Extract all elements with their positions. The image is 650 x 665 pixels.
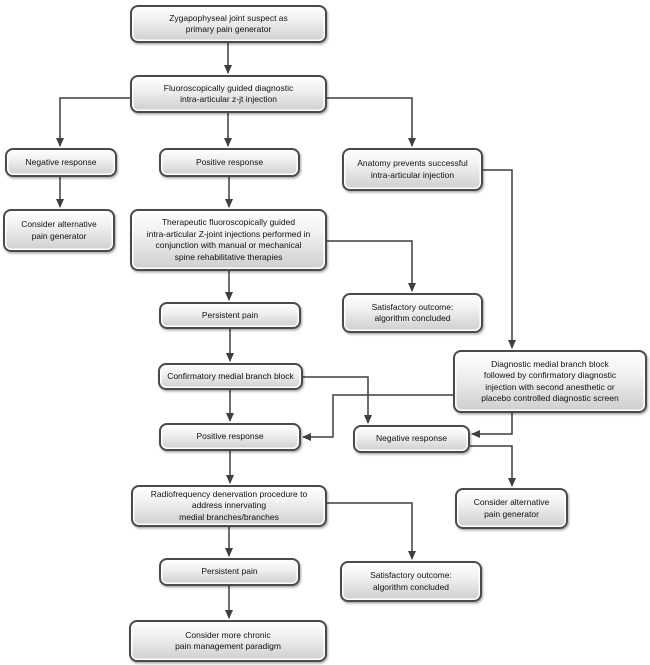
node-chronic-pain-paradigm: Consider more chronic pain management pa…: [129, 620, 327, 662]
node-radiofrequency-denervation: Radiofrequency denervation procedure to …: [131, 485, 327, 527]
node-suspect-pain-generator: Zygapophyseal joint suspect as primary p…: [130, 5, 327, 43]
arrow-confirmatory-to-negative2: [303, 376, 372, 424]
arrow-anatomy-to-diagnostic: [483, 169, 516, 349]
arrow-radiofrequency-to-satisfactory2: [327, 502, 416, 560]
node-persistent-pain-2: Persistent pain: [159, 558, 300, 586]
node-negative-response-1: Negative response: [5, 148, 117, 177]
arrow-negative2-to-consider2: [470, 445, 516, 487]
node-fluoroscopic-injection: Fluoroscopically guided diagnostic intra…: [130, 75, 327, 113]
node-anatomy-prevents: Anatomy prevents successful intra-articu…: [342, 148, 483, 191]
node-therapeutic-injections: Therapeutic fluoroscopically guided intr…: [130, 209, 327, 271]
arrow-fluoro-to-anatomy: [327, 97, 416, 147]
arrow-therapeutic-to-satisfactory1: [327, 240, 416, 292]
node-diagnostic-branch-block: Diagnostic medial branch block followed …: [453, 350, 647, 413]
node-positive-response-2: Positive response: [159, 423, 301, 451]
node-satisfactory-outcome-2: Satisfactory outcome: algorithm conclude…: [340, 561, 482, 602]
node-negative-response-2: Negative response: [353, 425, 470, 453]
arrow-diagnostic-to-negative2: [471, 413, 513, 438]
node-satisfactory-outcome-1: Satisfactory outcome: algorithm conclude…: [342, 293, 483, 333]
node-consider-alternative-2: Consider alternative pain generator: [455, 488, 568, 529]
arrow-fluoro-to-negative1: [56, 97, 130, 147]
node-positive-response-1: Positive response: [159, 148, 300, 177]
node-persistent-pain-1: Persistent pain: [159, 302, 301, 329]
node-confirmatory-branch-block: Confirmatory medial branch block: [158, 363, 303, 390]
node-consider-alternative-1: Consider alternative pain generator: [3, 209, 115, 252]
